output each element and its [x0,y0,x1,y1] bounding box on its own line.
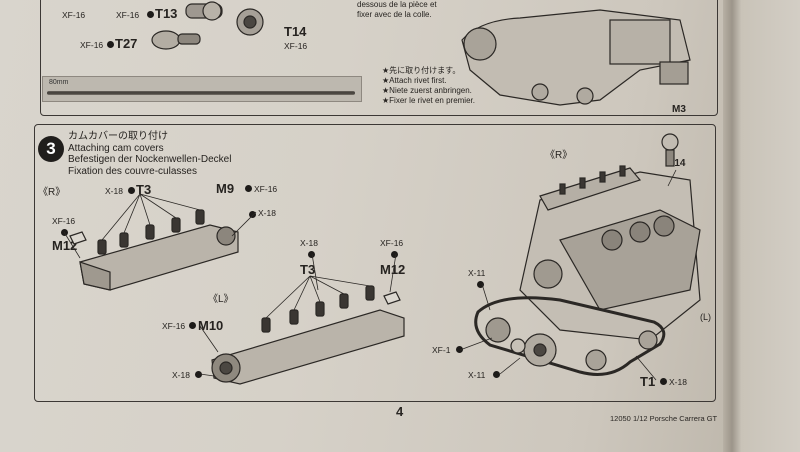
cement-dot-icon [195,371,202,378]
ruler-rod [47,91,355,95]
facing-page-edge [741,0,800,452]
side-l-label: 《L》 [208,294,234,305]
cement-dot-icon [660,378,667,385]
length-ruler: 80mm [42,76,362,102]
step-title-en: Attaching cam covers [68,142,164,154]
part-t27: T27 [115,36,138,51]
t13-part-drawing [185,1,223,21]
leader-lines [63,169,677,381]
label-x11-top: X-11 [468,268,486,278]
label-x11-bottom: X-11 [468,370,486,380]
glue-instructions: dessous de la pièce et fixer avec de la … [357,0,437,19]
cement-dot-icon [308,251,315,258]
part-m9: M9 [216,181,235,196]
engine-side-r-label: 《R》 [545,150,573,161]
label-x18-m9: X-18 [258,208,276,218]
step-number-badge: 3 [38,136,64,162]
part-t3-right: T3 [136,182,152,197]
left-cam-cover-drawing [211,275,405,385]
label-xf16: XF-16 [62,10,86,20]
book-binding [723,0,741,452]
cement-dot-icon [147,11,154,18]
step-title-fr: Fixation des couvre-culasses [68,165,197,177]
engine-block-drawing [519,133,701,341]
label-xf16-m9: XF-16 [254,184,278,194]
label-xf16-t14: XF-16 [284,41,308,51]
top-engine-drawing [461,9,691,106]
page-number: 4 [396,404,404,419]
side-r-label: 《R》 [38,187,66,198]
right-cam-cover-drawing [69,193,239,291]
part-m10: M10 [198,318,224,333]
part-m3: M3 [672,104,686,115]
t14-gear-drawing [236,8,264,36]
label-x18-t1: X-18 [669,377,687,387]
part-m12-right: M12 [52,238,78,253]
label-xf16-m12: XF-16 [52,216,76,226]
ruler-label: 80mm [49,79,69,86]
cement-dot-icon [477,281,484,288]
part-m12-left: M12 [380,262,406,277]
step-title: カムカバーの取り付け Attaching cam covers Befestig… [68,131,231,177]
part-t3-left: T3 [300,262,316,277]
label-x18-t3: X-18 [105,186,123,196]
step-title-de: Befestigen der Nockenwellen-Deckel [68,154,232,165]
cement-dot-icon [107,41,114,48]
t27-part-drawing [151,30,201,50]
part-t14: T14 [284,24,307,39]
part-t13: T13 [155,6,178,21]
engine-side-l-label: (L) [700,312,711,322]
label-xf16-t13: XF-16 [116,10,140,20]
label-xf16-m12-left: XF-16 [380,238,404,248]
label-xf16-m10: XF-16 [162,321,186,331]
cement-dot-icon [128,187,135,194]
cement-dot-icon [189,322,196,329]
label-x18-t3-left: X-18 [300,238,318,248]
step-3-panel [34,124,716,402]
label-x18-bottom: X-18 [172,370,190,380]
step-title-jp: カムカバーの取り付け [68,131,168,142]
step-2-panel [40,0,718,116]
label-xf16-t27: XF-16 [80,40,104,50]
cement-dot-icon [493,371,500,378]
cement-dot-icon [456,346,463,353]
label-xf1: XF-1 [432,345,451,355]
part-m14: M14 [666,158,686,169]
cement-dot-icon [249,211,256,218]
cement-dot-icon [245,185,252,192]
part-t1: T1 [640,374,656,389]
cement-dot-icon [391,251,398,258]
rivet-notes: ★先に取り付けます。 ★Attach rivet first. ★Niete z… [382,66,475,105]
belt-drive-drawing [474,296,666,376]
page-footer: 12050 1/12 Porsche Carrera GT [610,414,718,423]
